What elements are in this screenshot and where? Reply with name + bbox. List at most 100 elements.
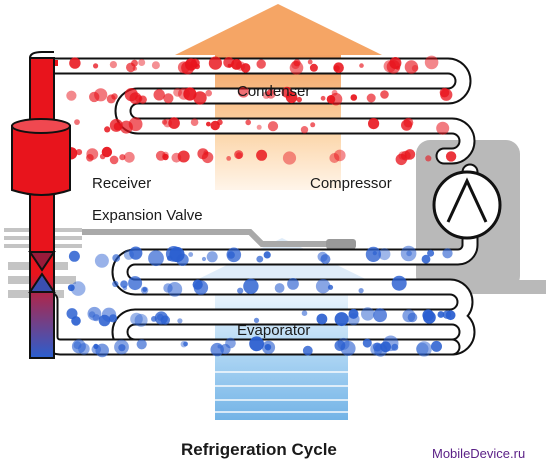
compressor-label: Compressor (310, 175, 392, 192)
refrigerant-bubble (66, 90, 77, 101)
refrigerant-bubble (240, 63, 251, 73)
refrigerant-bubble (320, 254, 331, 265)
refrigerant-bubble (263, 251, 271, 259)
diagram-title: Refrigeration Cycle (181, 440, 337, 459)
refrigerant-bubble (220, 343, 231, 355)
refrigerant-bubble (334, 340, 346, 351)
refrigerant-bubble (315, 279, 331, 294)
refrigerant-bubble (267, 121, 279, 132)
cold-refrigerant-bubbles (66, 245, 456, 358)
refrigerant-bubble (177, 150, 190, 163)
refrigerant-bubble (119, 154, 126, 161)
refrigerant-bubble (167, 282, 183, 297)
refrigerant-bubble (109, 61, 117, 69)
refrigerant-bubble (206, 121, 211, 127)
refrigerant-bubble (389, 57, 402, 69)
refrigerant-bubble (188, 252, 194, 257)
refrigerant-bubble (69, 57, 81, 69)
refrigerant-bubble (442, 310, 452, 319)
refrigerant-bubble (256, 59, 266, 69)
refrigerant-bubble (427, 249, 435, 257)
refrigerant-bubble (331, 89, 338, 96)
refrigerant-bubble (208, 56, 222, 70)
refrigerant-bubble (217, 344, 222, 349)
refrigerant-bubble (334, 312, 349, 327)
refrigerant-bubble (253, 317, 260, 323)
refrigerant-bubble (361, 307, 375, 321)
refrigerant-bubble (404, 60, 419, 74)
refrigerant-bubble (380, 90, 389, 99)
refrigerant-bubble (109, 314, 118, 323)
refrigerant-bubble (160, 315, 170, 325)
refrigerant-bubble (89, 91, 100, 103)
refrigerant-bubble (106, 94, 116, 104)
refrigerant-bubble (391, 275, 407, 291)
receiver-label: Receiver (92, 175, 151, 192)
refrigerant-bubble (93, 63, 99, 69)
refrigerant-bubble (86, 148, 99, 161)
refrigerant-bubble (163, 93, 174, 104)
refrigerant-bubble (266, 89, 274, 96)
refrigerant-bubble (329, 153, 340, 163)
refrigerant-bubble (190, 118, 199, 126)
refrigerant-bubble (169, 246, 185, 263)
refrigerant-bubble (440, 88, 453, 101)
refrigerant-bubble (425, 155, 432, 162)
refrigerant-bubble (445, 151, 457, 162)
refrigerant-bubble (70, 281, 86, 296)
refrigerant-bubble (206, 251, 218, 263)
refrigerant-bubble (226, 156, 232, 161)
refrigerant-bubble (249, 336, 264, 352)
refrigerant-bubble (333, 65, 340, 72)
refrigerant-bubble (256, 255, 264, 263)
refrigerant-bubble (401, 119, 413, 131)
refrigerant-bubble (359, 63, 364, 68)
refrigerant-bubble (256, 149, 268, 161)
refrigerant-bubble (74, 119, 80, 125)
expansion-valve-label: Expansion Valve (92, 207, 203, 224)
refrigerant-bubble (365, 246, 381, 262)
receiver-pipe (29, 51, 58, 359)
refrigerant-bubble (282, 151, 297, 165)
credit-watermark: MobileDevice.ru (432, 446, 525, 461)
refrigerant-bubble (293, 59, 301, 67)
refrigerant-bubble (113, 122, 122, 131)
refrigerant-bubble (109, 155, 119, 165)
refrigerant-bubble (128, 276, 143, 291)
refrigerant-bubble (378, 248, 391, 261)
refrigerant-bubble (436, 121, 450, 135)
refrigerant-bubble (123, 151, 135, 163)
refrigerant-bubble (307, 59, 313, 65)
refrigerant-bubble (95, 343, 109, 358)
refrigerant-bubble (301, 310, 308, 317)
refrigerant-bubble (235, 152, 243, 159)
refrigerant-bubble (416, 342, 429, 356)
refrigerant-bubble (287, 278, 299, 290)
refrigerant-bubble (243, 278, 259, 294)
refrigerant-bubble (129, 92, 142, 105)
refrigerant-bubble (256, 124, 262, 130)
refrigerant-bubble (285, 91, 298, 104)
refrigerant-bubble (442, 248, 453, 259)
refrigerant-bubble (112, 254, 121, 262)
refrigerant-bubble (362, 338, 372, 348)
refrigerant-bubble (400, 245, 417, 262)
refrigerant-bubble (329, 92, 343, 106)
refrigerant-bubble (320, 95, 326, 101)
refrigerant-bubble (334, 149, 346, 162)
refrigerant-bubble (162, 153, 169, 161)
refrigerant-bubble (163, 118, 173, 128)
refrigerant-bubble (75, 149, 83, 156)
refrigerant-bubble (129, 246, 143, 260)
evaporator-label: Evaporator (237, 322, 310, 339)
refrigerant-bubble (231, 59, 242, 70)
refrigerant-bubble (118, 344, 126, 352)
refrigerant-bubble (68, 250, 80, 262)
refrigerant-bubble (112, 280, 119, 288)
refrigerant-bubble (132, 66, 138, 71)
refrigerant-bubble (201, 256, 207, 262)
refrigerant-bubble (66, 308, 78, 320)
refrigerant-bubble (235, 61, 246, 71)
refrigerant-bubble (266, 89, 276, 99)
